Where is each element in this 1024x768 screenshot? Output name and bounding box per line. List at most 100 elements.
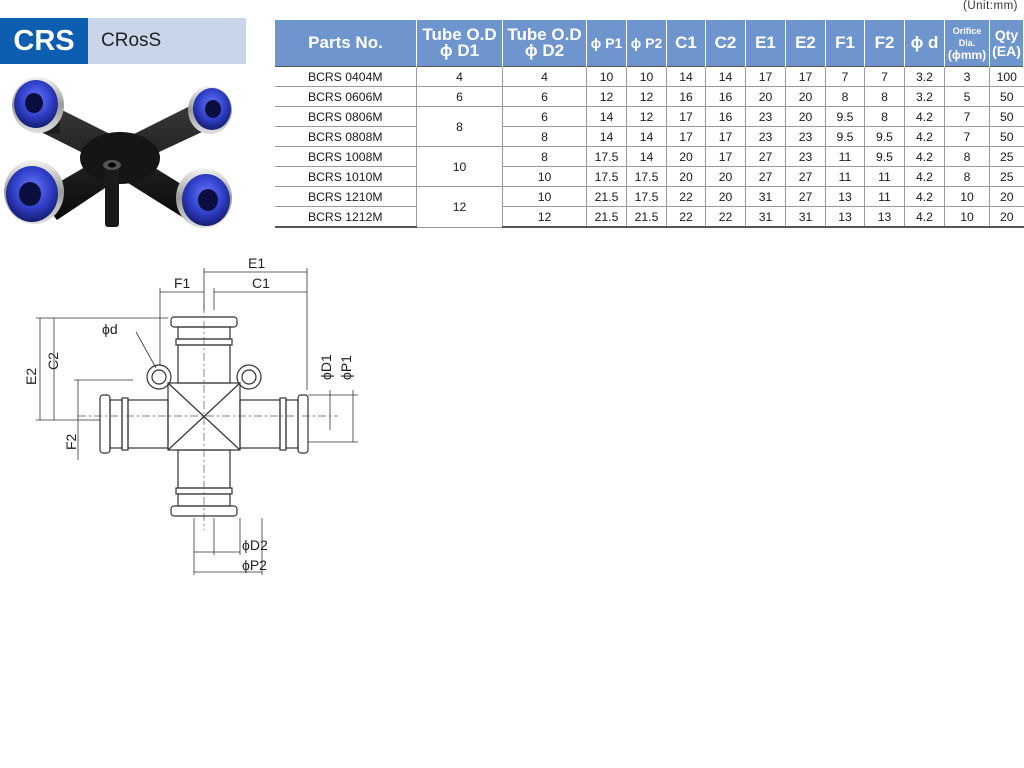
cell-e2: 20: [785, 86, 826, 107]
label-phi-p2: ϕP2: [242, 557, 267, 573]
label-f2: F2: [63, 433, 79, 450]
cell-f2: 9.5: [864, 146, 905, 167]
cell-e2: 27: [785, 186, 826, 207]
cell-part: BCRS 0806M: [274, 106, 417, 127]
cell-f2: 7: [864, 66, 905, 87]
cell-e2: 20: [785, 106, 826, 127]
cell-d: 4.2: [904, 106, 945, 127]
cell-p1: 10: [586, 66, 627, 87]
product-photo: [4, 77, 232, 228]
cell-d1: 4: [416, 66, 503, 87]
cell-c2: 17: [705, 146, 746, 167]
cell-e1: 23: [745, 106, 786, 127]
cell-e2: 27: [785, 166, 826, 187]
cell-qty: 50: [989, 86, 1024, 107]
cell-e2: 23: [785, 126, 826, 147]
cell-qty: 100: [989, 66, 1024, 87]
cell-d: 4.2: [904, 206, 945, 228]
cell-d1: 12: [416, 186, 503, 228]
cell-f2: 11: [864, 186, 905, 207]
dimension-lines: [36, 268, 358, 575]
cell-d: 4.2: [904, 126, 945, 147]
cell-p2: 21.5: [626, 206, 667, 228]
cell-f2: 8: [864, 86, 905, 107]
series-name: CRosS: [101, 30, 162, 51]
cell-e1: 31: [745, 206, 786, 228]
cell-d1: 8: [416, 106, 503, 147]
cell-p1: 21.5: [586, 186, 627, 207]
cell-e1: 20: [745, 86, 786, 107]
cell-qty: 50: [989, 126, 1024, 147]
cell-d2: 10: [502, 166, 587, 187]
cell-e1: 27: [745, 166, 786, 187]
label-c2: C2: [45, 352, 61, 370]
header-p1: ϕ P1: [586, 20, 627, 67]
cell-p1: 21.5: [586, 206, 627, 228]
cell-p2: 12: [626, 106, 667, 127]
cell-c1: 17: [666, 126, 706, 147]
cell-p2: 17.5: [626, 166, 667, 187]
cell-qty: 20: [989, 206, 1024, 228]
cell-d1: 6: [416, 86, 503, 107]
cell-f2: 13: [864, 206, 905, 228]
cell-c1: 20: [666, 146, 706, 167]
cell-part: BCRS 0404M: [274, 66, 417, 87]
unit-note: (Unit:mm): [963, 0, 1018, 12]
cell-part: BCRS 1212M: [274, 206, 417, 228]
cell-f2: 8: [864, 106, 905, 127]
cell-c2: 22: [705, 206, 746, 228]
header-f2: F2: [864, 20, 905, 67]
header-f1: F1: [825, 20, 865, 67]
cell-qty: 25: [989, 146, 1024, 167]
header-qty: Qty(EA): [989, 20, 1024, 67]
cell-c2: 16: [705, 86, 746, 107]
cell-f1: 11: [825, 146, 865, 167]
header-c2: C2: [705, 20, 746, 67]
cell-d1: 10: [416, 146, 503, 187]
label-f1: F1: [174, 275, 191, 291]
cell-orifice: 8: [944, 166, 990, 187]
cell-f2: 9.5: [864, 126, 905, 147]
cell-c2: 20: [705, 166, 746, 187]
header-parts-no: Parts No.: [274, 20, 417, 67]
cell-d: 3.2: [904, 66, 945, 87]
cell-orifice: 7: [944, 126, 990, 147]
label-c1: C1: [252, 275, 270, 291]
header-e2: E2: [785, 20, 826, 67]
cell-e1: 17: [745, 66, 786, 87]
cell-part: BCRS 1010M: [274, 166, 417, 187]
cell-e1: 31: [745, 186, 786, 207]
cell-part: BCRS 0606M: [274, 86, 417, 107]
cell-part: BCRS 1008M: [274, 146, 417, 167]
cell-p2: 10: [626, 66, 667, 87]
cell-d2: 8: [502, 146, 587, 167]
cell-p1: 17.5: [586, 146, 627, 167]
cell-orifice: 5: [944, 86, 990, 107]
cell-d: 3.2: [904, 86, 945, 107]
cell-qty: 50: [989, 106, 1024, 127]
series-code: CRS: [0, 18, 88, 64]
cell-orifice: 10: [944, 206, 990, 228]
cell-e1: 23: [745, 126, 786, 147]
cell-p2: 14: [626, 126, 667, 147]
cell-f1: 13: [825, 186, 865, 207]
cell-f1: 9.5: [825, 126, 865, 147]
cell-p1: 12: [586, 86, 627, 107]
cell-d2: 4: [502, 66, 587, 87]
cell-e2: 17: [785, 66, 826, 87]
cell-f1: 8: [825, 86, 865, 107]
cell-p1: 14: [586, 106, 627, 127]
cell-f1: 9.5: [825, 106, 865, 127]
cell-f2: 11: [864, 166, 905, 187]
header-c1: C1: [666, 20, 706, 67]
header-orifice-dia: Orifice Dia.(ϕmm): [944, 20, 990, 67]
